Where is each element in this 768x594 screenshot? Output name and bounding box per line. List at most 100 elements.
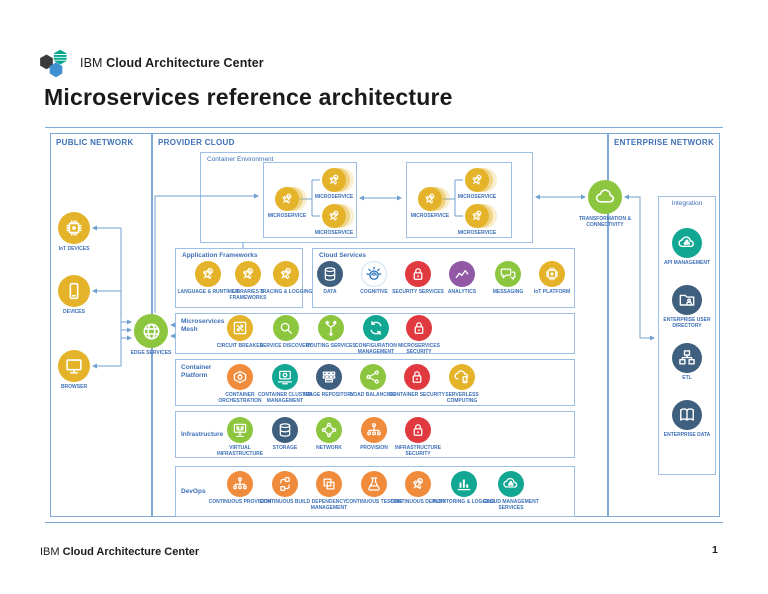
storage-node: STORAGE <box>253 417 317 451</box>
iot-platform-node: IoT PLATFORM <box>520 261 584 295</box>
etl-node: ETL <box>656 343 718 381</box>
container-environment-label: Container Environment <box>207 156 274 163</box>
circuit-icon <box>231 319 249 337</box>
circuit-breaker-node: CIRCUIT BREAKER <box>208 315 272 349</box>
node-label: MESSAGING <box>492 289 524 295</box>
node-label: MICROSERVICES SECURITY <box>398 343 440 356</box>
node-label: EDGE SERVICES <box>130 350 172 356</box>
rocket-icon <box>422 191 438 207</box>
configuration-management-node: CONFIGURATION MANAGEMENT <box>344 315 408 356</box>
node-label: CONTAINER CLUSTER MANAGEMENT <box>257 392 313 405</box>
transformation-connectivity-node: TRANSFORMATION & CONNECTIVITY <box>575 180 635 229</box>
overlap-icon <box>320 475 338 493</box>
enterprise-data-node: ENTERPRISE DATA <box>656 400 718 438</box>
brand-name: Cloud Architecture Center <box>106 56 264 70</box>
microservice-node: MICROSERVICE <box>450 168 504 200</box>
cloud-services-label: Cloud Services <box>319 252 366 259</box>
integration-label: Integration <box>671 200 703 207</box>
chat-icon <box>499 265 517 283</box>
brand: IBM Cloud Architecture Center <box>80 56 264 70</box>
node-label: CONTINUOUS TESTING <box>345 499 403 505</box>
analytics-icon <box>453 265 471 283</box>
node-label: SERVICE DISCOVERY <box>259 343 313 349</box>
continuous-provision-node: CONTINUOUS PROVISION <box>208 471 272 505</box>
virtual-infrastructure-node: VIRTUAL INFRASTRUCTURE <box>208 417 272 458</box>
flask-icon <box>365 475 383 493</box>
magnifier-icon <box>277 319 295 337</box>
hierarchy-icon <box>365 421 383 439</box>
node-label: ENTERPRISE DATA <box>663 432 711 438</box>
devops-label: DevOps <box>181 487 206 495</box>
node-label: CONFIGURATION MANAGEMENT <box>355 343 397 356</box>
hierarchy-icon <box>231 475 249 493</box>
node-label: MICROSERVICE <box>457 194 497 200</box>
edge-services-node: EDGE SERVICES <box>126 314 176 356</box>
load-balancing-node: LOAD BALANCING <box>341 364 405 398</box>
book-icon <box>677 405 697 425</box>
node-label: MICROSERVICE <box>267 213 307 219</box>
infrastructure-label: Infrastructure <box>181 430 224 438</box>
rocket-icon <box>469 172 485 188</box>
browser-node: BROWSER <box>42 350 106 390</box>
rocket-icon <box>409 475 427 493</box>
node-label: IoT PLATFORM <box>533 289 571 295</box>
node-label: INFRASTRUCTURE SECURITY <box>394 445 442 458</box>
node-label: STORAGE <box>272 445 298 451</box>
cloud-management-services-node: CLOUD MANAGEMENT SERVICES <box>479 471 543 512</box>
ibm-hexagon-logo-icon <box>38 48 74 80</box>
page-title: Microservices reference architecture <box>44 84 453 110</box>
node-label: ENTERPRISE USER DIRECTORY <box>663 317 711 330</box>
rocket-icon <box>239 265 257 283</box>
dependency-management-node: DEPENDENCY MANAGEMENT <box>297 471 361 512</box>
node-label: MICROSERVICE <box>314 194 354 200</box>
etl-icon <box>677 348 697 368</box>
node-label: MICROSERVICE <box>457 230 497 236</box>
mobile-icon <box>63 280 85 302</box>
diagram-outer-frame <box>45 127 723 523</box>
vm-icon <box>231 421 249 439</box>
node-label: LOAD BALANCING <box>350 392 396 398</box>
node-label: ROUTING SERVICES <box>306 343 356 349</box>
refresh-icon <box>367 319 385 337</box>
provision-node: PROVISION <box>342 417 406 451</box>
node-label: CONTINUOUS BUILD <box>259 499 311 505</box>
infrastructure-security-node: INFRASTRUCTURE SECURITY <box>386 417 450 458</box>
lock-icon <box>408 368 426 386</box>
node-label: CONTINUOUS PROVISION <box>208 499 272 505</box>
share-icon <box>364 368 382 386</box>
branch-icon <box>322 319 340 337</box>
network-node: NETWORK <box>297 417 361 451</box>
lock-icon <box>409 265 427 283</box>
serverless-computing-node: SERVERLESS COMPUTING <box>430 364 494 405</box>
folder-user-icon <box>677 290 697 310</box>
node-label: DATA <box>323 289 337 295</box>
db-icon <box>321 265 339 283</box>
iot-devices-node: IoT DEVICES <box>42 212 106 252</box>
microservice-group-1-box <box>263 162 357 238</box>
node-label: DEVICES <box>63 309 85 315</box>
container-cluster-management-node: CONTAINER CLUSTER MANAGEMENT <box>253 364 317 405</box>
cognitive-icon <box>365 265 383 283</box>
public-network-label: PUBLIC NETWORK <box>56 138 134 147</box>
node-label: MICROSERVICE <box>314 230 354 236</box>
container-platform-label: Container Platform <box>181 364 212 380</box>
provider-cloud-label: PROVIDER CLOUD <box>158 138 235 147</box>
node-label: CONTINUOUS DEPLOY <box>390 499 446 505</box>
node-label: CIRCUIT BREAKER <box>216 343 264 349</box>
node-label: TRANSFORMATION & CONNECTIVITY <box>578 216 632 229</box>
monitor-icon <box>63 355 85 377</box>
node-label: PROVISION <box>360 445 388 451</box>
api-management-node: API MANAGEMENT <box>656 228 718 266</box>
node-label: DEPENDENCY MANAGEMENT <box>310 499 348 512</box>
libraries-frameworks-node: LIBRARIES & FRAMEWORKS <box>216 261 280 302</box>
cloud-services-box: Cloud Services <box>312 248 575 308</box>
rocket-icon <box>469 208 485 224</box>
node-label: CONTAINER SECURITY <box>388 392 446 398</box>
rocket-icon <box>199 265 217 283</box>
security-services-node: SECURITY SERVICES <box>386 261 450 295</box>
service-discovery-node: SERVICE DISCOVERY <box>254 315 318 349</box>
monitoring-logging-node: MONITORING & LOGGING <box>432 471 496 505</box>
cloud-gear-icon <box>502 475 520 493</box>
